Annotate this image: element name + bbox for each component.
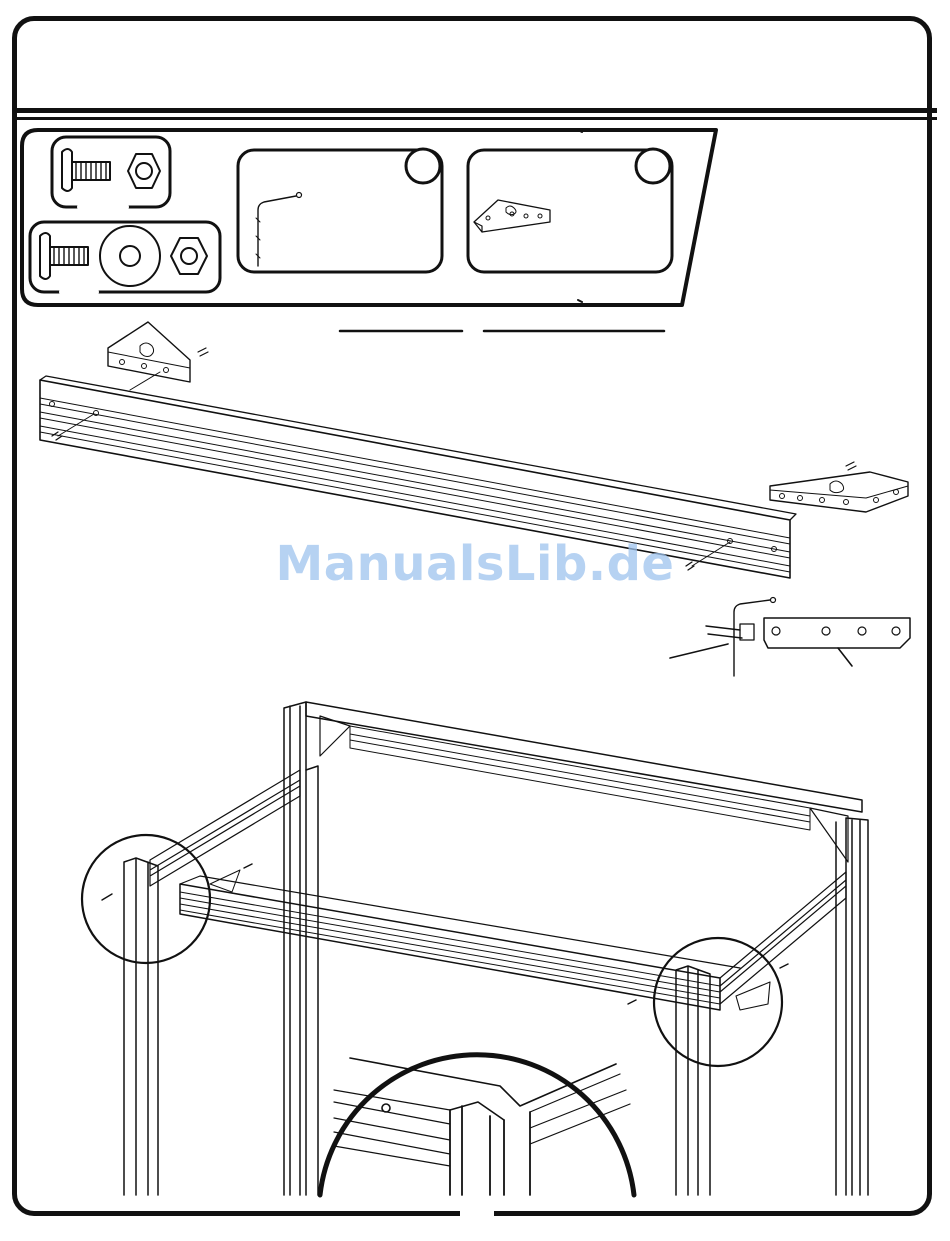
rod-bracket-detail <box>670 598 910 677</box>
parts-panel <box>22 130 716 305</box>
wire-rod-icon <box>238 149 442 272</box>
page-number-gap <box>460 1208 494 1224</box>
screw-washer-nut-icon <box>30 222 220 292</box>
bracket-icon <box>468 149 672 272</box>
screw-nut-icon <box>52 137 170 207</box>
detail-circle-left <box>82 835 210 963</box>
watermark: ManualsLib.de <box>0 536 950 592</box>
zoom-detail <box>320 1055 634 1195</box>
